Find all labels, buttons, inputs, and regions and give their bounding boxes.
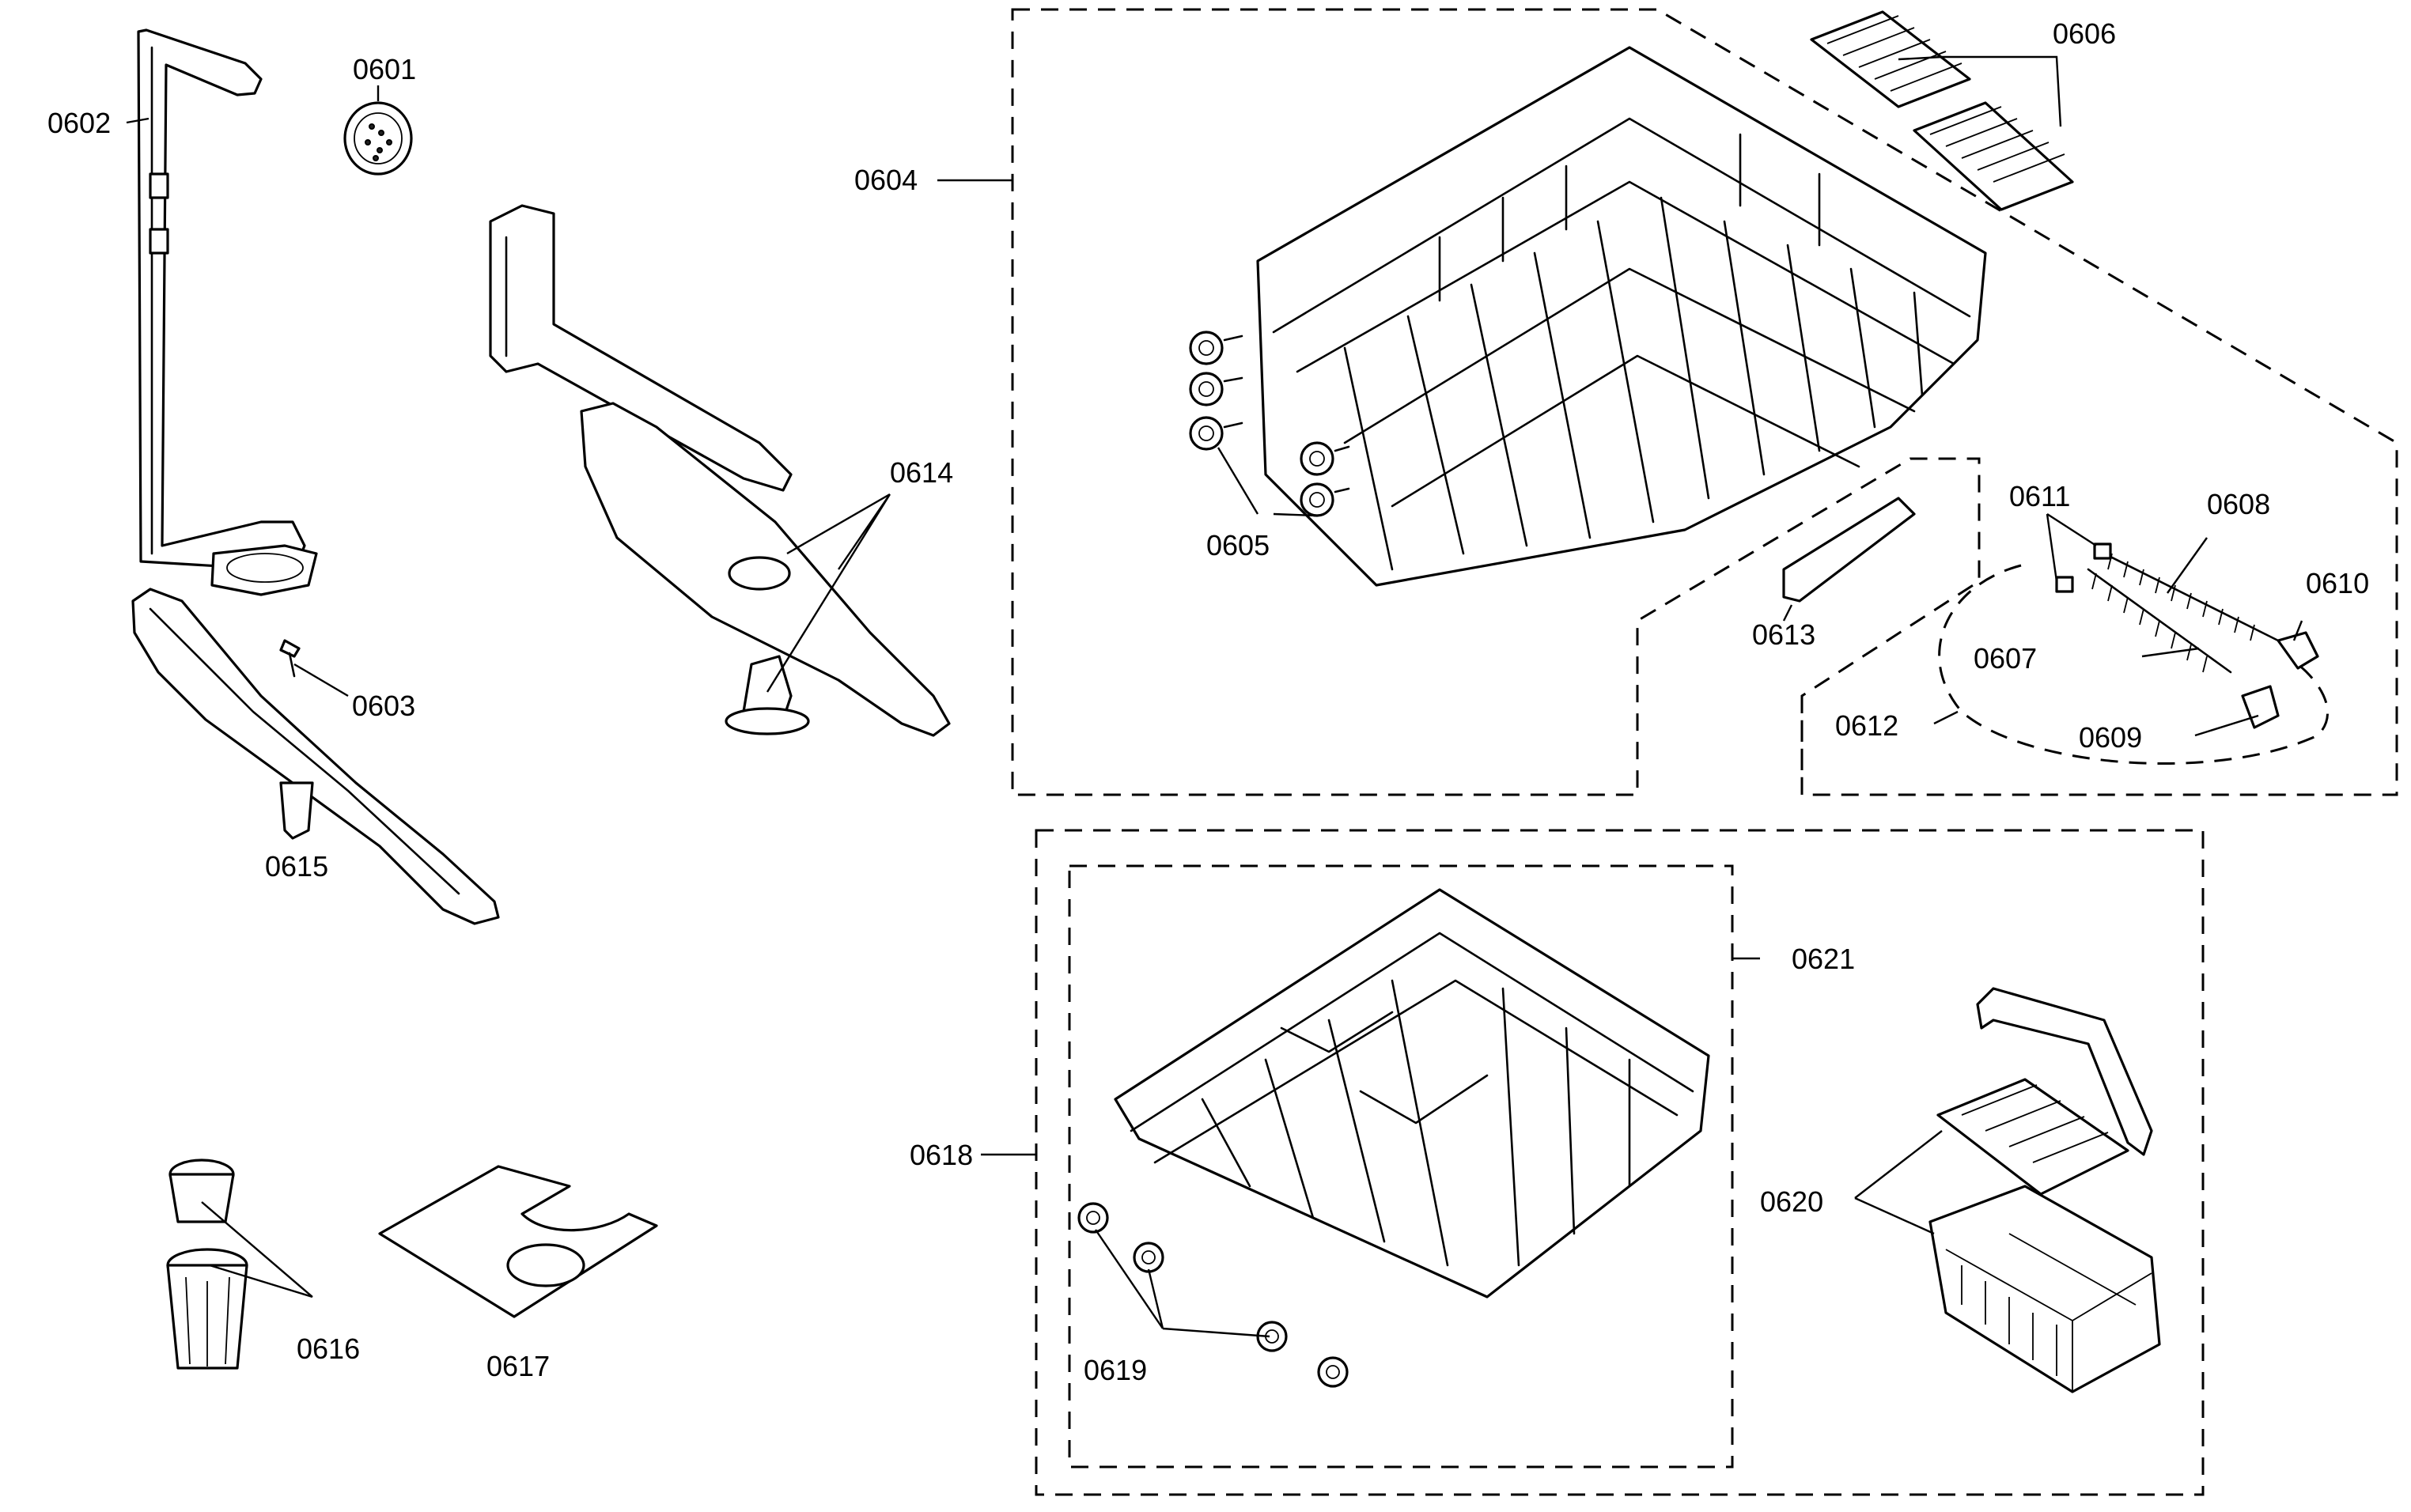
- label-0601: 0601: [353, 53, 416, 85]
- label-0613: 0613: [1752, 618, 1815, 651]
- lower-rack-basket: [1114, 888, 1710, 1298]
- leader-lines: [126, 55, 2303, 1338]
- label-0620: 0620: [1760, 1185, 1823, 1218]
- label-0610: 0610: [2306, 567, 2369, 599]
- rack-track-group-outline: [1938, 564, 2329, 765]
- label-0615: 0615: [265, 850, 328, 883]
- upper-rack-basket: [1256, 46, 1987, 587]
- label-0603: 0603: [352, 690, 415, 722]
- label-0605: 0605: [1206, 529, 1270, 561]
- cutlery-basket: [1928, 987, 2161, 1393]
- label-0614: 0614: [890, 456, 953, 489]
- upper-spray-arm-assembly: [489, 204, 951, 737]
- flat-filter-plate: [378, 1165, 658, 1318]
- upper-rack-wheels: [1189, 331, 1350, 517]
- label-0611: 0611: [2009, 480, 2070, 512]
- label-0616: 0616: [297, 1332, 360, 1365]
- label-0612: 0612: [1835, 709, 1898, 742]
- label-0608: 0608: [2207, 488, 2270, 520]
- rack-rails: [2055, 542, 2319, 729]
- lower-rack-wheels: [1077, 1202, 1349, 1388]
- lower-rack-outer-outline: [1035, 829, 2205, 1496]
- label-0602: 0602: [47, 107, 111, 139]
- rack-handle: [1782, 497, 1916, 603]
- label-0609: 0609: [2079, 721, 2142, 754]
- label-0606: 0606: [2053, 17, 2116, 50]
- label-0604: 0604: [854, 164, 918, 196]
- label-0607: 0607: [1974, 642, 2037, 675]
- lower-spray-arm: [131, 588, 500, 925]
- nozzle-part: [343, 101, 413, 176]
- screw-part: [279, 639, 301, 678]
- spray-arm-feed-pipe: [137, 28, 318, 596]
- filter-assembly: [166, 1159, 248, 1370]
- label-0618: 0618: [910, 1139, 973, 1171]
- lower-rack-inner-outline: [1068, 864, 1734, 1469]
- label-0617: 0617: [486, 1350, 550, 1382]
- label-0621: 0621: [1792, 943, 1855, 975]
- label-0619: 0619: [1084, 1354, 1147, 1386]
- cup-shelves: [1810, 10, 2074, 211]
